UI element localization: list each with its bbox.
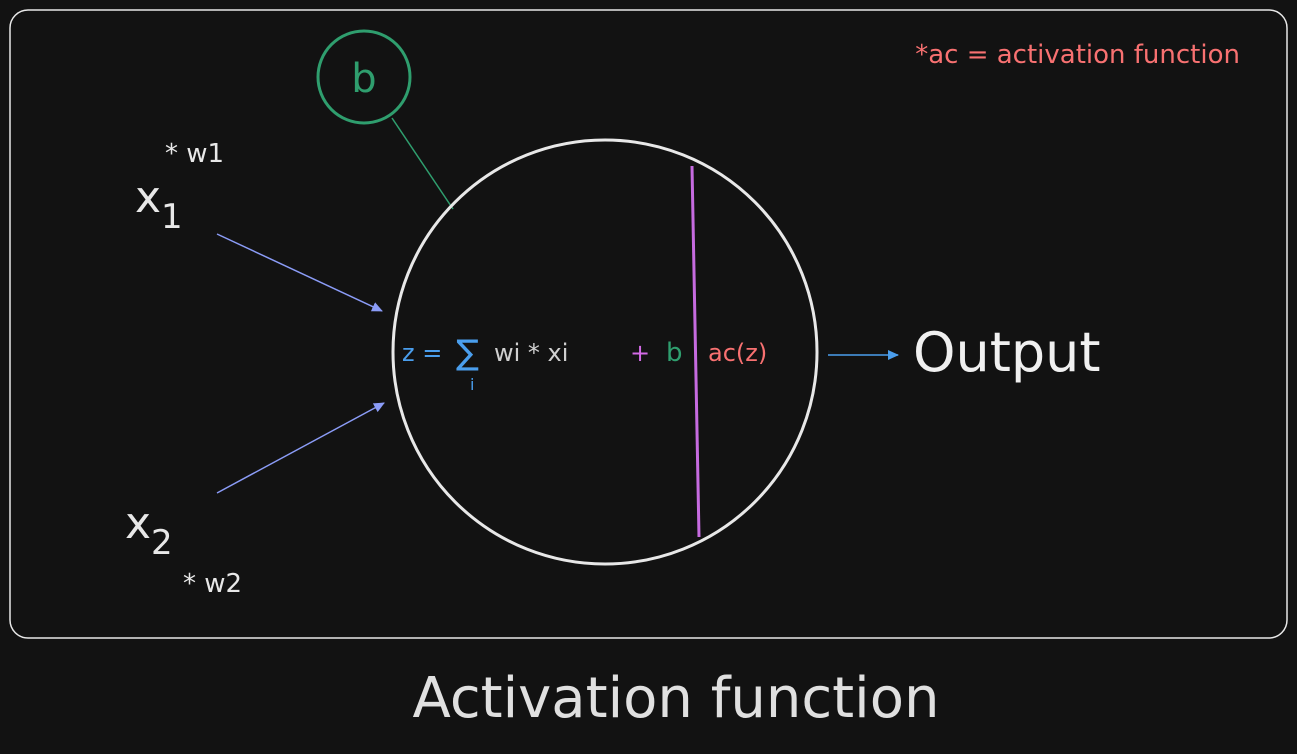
formula-plus: + [630,339,650,367]
formula-terms: wi * xi [494,339,568,367]
formula-index: i [470,375,474,394]
legend-note: *ac = activation function [915,40,1240,70]
bias-node [316,29,412,125]
input-arrow-1 [216,233,383,312]
input-arrow-2 [216,402,385,494]
formula-z: z = [402,339,442,367]
input-x1: x1 [135,172,183,237]
output-label: Output [913,321,1101,384]
activation-label: ac(z) [708,339,767,367]
frame [9,9,1288,639]
formula-bias: b [666,338,683,368]
bias-label: b [351,56,376,102]
weight-w1: * w1 [165,139,224,169]
caption: Activation function [413,666,940,731]
formula-sigma: ∑ [456,333,479,373]
neuron [391,138,819,566]
activation-divider [690,165,701,538]
bias-connector [391,117,454,210]
weight-w2: * w2 [183,569,242,599]
input-x2: x2 [125,498,173,563]
